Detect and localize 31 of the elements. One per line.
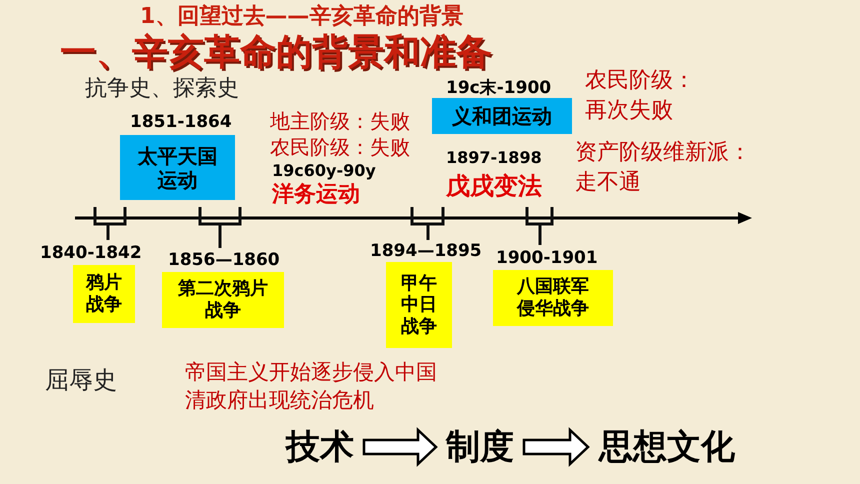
hollow-arrow bbox=[522, 427, 590, 467]
stage-label: 制度 bbox=[440, 424, 520, 470]
date-label: 1894—1895 bbox=[370, 241, 482, 261]
hollow-arrow bbox=[362, 427, 438, 467]
event-box: 甲午中日战争 bbox=[386, 262, 452, 348]
event-label: 洋务运动 bbox=[272, 181, 360, 209]
annotation-text: 资产阶级维新派：走不通 bbox=[575, 139, 752, 197]
section-heading: 1、回望过去——辛亥革命的背景 bbox=[140, 2, 464, 31]
annotation-text: 农民阶级：失败 bbox=[270, 134, 410, 161]
date-label: 1851-1864 bbox=[130, 112, 232, 132]
annotation-text: 地主阶级：失败 bbox=[270, 108, 410, 135]
event-label: 戊戌变法 bbox=[446, 171, 542, 202]
annotation-text: 清政府出现统治危机 bbox=[185, 387, 374, 414]
event-box: 义和团运动 bbox=[432, 98, 572, 134]
date-label: 19c末-1900 bbox=[446, 77, 552, 99]
stage-label: 思想文化 bbox=[592, 424, 742, 470]
annotation-text: 帝国主义开始逐步侵入中国 bbox=[185, 359, 437, 386]
annotation-text: 农民阶级：再次失败 bbox=[585, 67, 696, 125]
date-label: 1840-1842 bbox=[40, 243, 142, 263]
stage-label: 技术 bbox=[280, 424, 360, 470]
slide-title: 一、辛亥革命的背景和准备 bbox=[60, 31, 492, 75]
category-heading: 抗争史、探索史 bbox=[85, 75, 239, 103]
date-label: 1856—1860 bbox=[168, 250, 280, 270]
date-label: 19c60y-90y bbox=[272, 160, 376, 182]
event-box: 八国联军侵华战争 bbox=[493, 270, 613, 326]
date-label: 1897-1898 bbox=[446, 147, 542, 169]
event-box: 太平天国运动 bbox=[120, 135, 235, 200]
event-box: 第二次鸦片战争 bbox=[162, 272, 284, 328]
date-label: 1900-1901 bbox=[496, 248, 598, 268]
category-heading: 屈辱史 bbox=[45, 365, 117, 396]
event-box: 鸦片战争 bbox=[73, 265, 135, 323]
